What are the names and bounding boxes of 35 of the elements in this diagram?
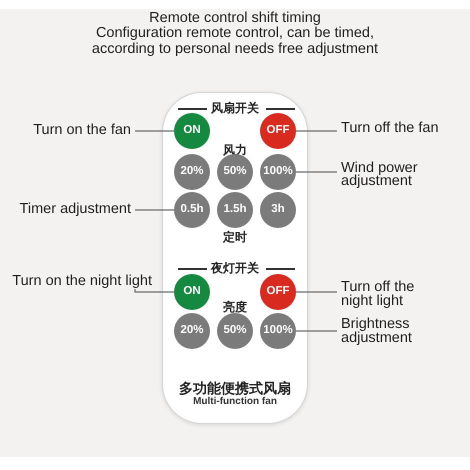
callout-label: Turn on the night light — [12, 274, 156, 289]
callout-label: Timer adjustment — [20, 202, 135, 217]
group-label: 亮度 — [223, 300, 247, 314]
product-name: 多功能便携式风扇 — [179, 380, 291, 396]
description-text: Configuration remote control, can be timed, according to personal needs free adjustment — [90, 26, 380, 57]
callout-label: Turn off the fan — [337, 121, 439, 136]
level-button: 20% — [174, 313, 210, 349]
level-button: 50% — [217, 313, 253, 349]
on-button: ON — [174, 274, 210, 310]
off-button: OFF — [260, 113, 296, 149]
leader-line — [296, 291, 337, 293]
remote-control-body — [162, 92, 308, 424]
leader-line — [135, 209, 174, 211]
title: Remote control shift timing — [149, 10, 321, 26]
level-button: 20% — [174, 154, 210, 190]
leader-line — [296, 330, 337, 332]
section-heading: 夜灯开关 — [211, 261, 259, 275]
callout-label: Brightness adjustment — [337, 317, 425, 345]
product-subtitle: Multi-function fan — [193, 396, 277, 408]
timer-button: 3h — [260, 192, 296, 228]
leader-line — [296, 130, 337, 132]
leader-line — [134, 289, 174, 293]
callout-label: Turn on the fan — [33, 123, 135, 138]
off-button: OFF — [260, 274, 296, 310]
timer-button: 0.5h — [174, 192, 210, 228]
section-heading: 风扇开关 — [211, 101, 259, 115]
level-button: 100% — [260, 313, 296, 349]
on-button: ON — [174, 113, 210, 149]
group-label: 定时 — [223, 230, 247, 244]
timer-button: 1.5h — [217, 192, 253, 228]
leader-line — [296, 171, 337, 173]
leader-line — [135, 130, 174, 132]
callout-label: Wind power adjustment — [337, 162, 429, 188]
callout-label: Turn off the night light — [337, 280, 425, 308]
level-button: 100% — [260, 154, 296, 190]
